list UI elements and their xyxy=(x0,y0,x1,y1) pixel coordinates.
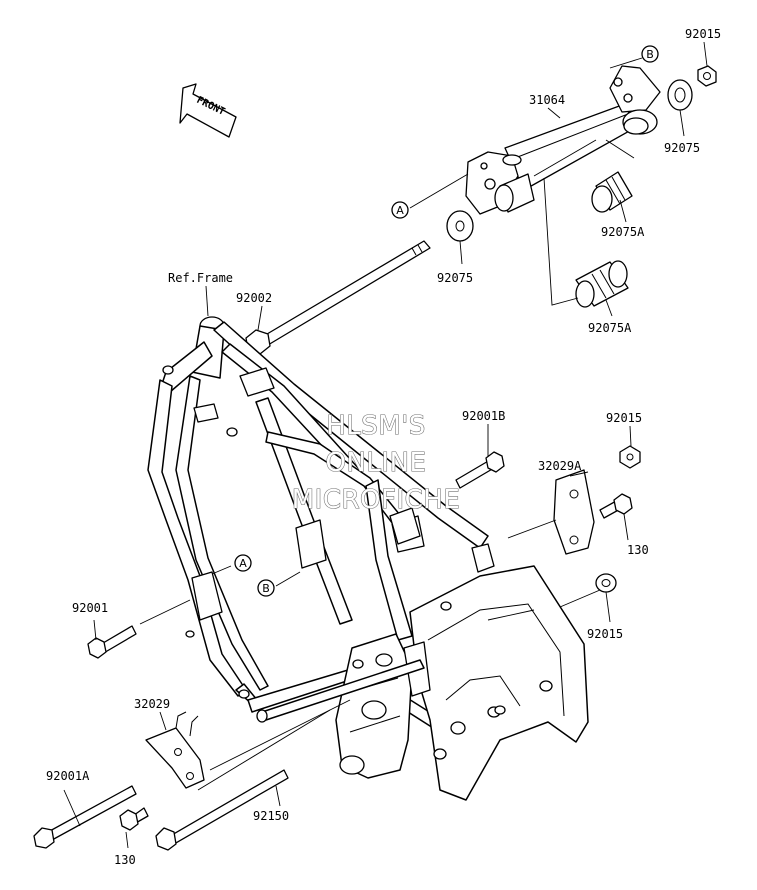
part-label-92015-top: 92015 xyxy=(685,27,721,41)
bracket-32029 xyxy=(145,711,205,789)
watermark: HLSM'S ONLINE MICROFICHE xyxy=(291,410,461,515)
callout-a-frame: A xyxy=(234,554,252,572)
bushing-92075a-upper xyxy=(591,171,633,213)
part-label-31064: 31064 xyxy=(529,93,565,107)
nut-92015-mid xyxy=(619,445,641,469)
bolt-92002 xyxy=(245,240,431,355)
svg-text:A: A xyxy=(239,557,247,570)
part-label-92075-right: 92075 xyxy=(664,141,700,155)
bolt-130-bottom xyxy=(119,807,149,831)
svg-text:B: B xyxy=(646,48,654,61)
part-label-32029: 32029 xyxy=(134,697,170,711)
washer-92075-left xyxy=(446,210,474,242)
nut-92015-low xyxy=(595,573,617,593)
part-label-92001b: 92001B xyxy=(462,409,505,423)
part-label-92075a-lower: 92075A xyxy=(588,321,632,335)
svg-text:B: B xyxy=(262,582,270,595)
callout-b-frame: B xyxy=(257,579,275,597)
watermark-line-2: ONLINE xyxy=(326,448,427,478)
part-label-32029a: 32029A xyxy=(538,459,582,473)
part-label-130-bottom: 130 xyxy=(114,853,136,867)
ref-frame-label: Ref.Frame xyxy=(168,271,233,285)
motorcycle-frame xyxy=(147,316,589,801)
part-label-92002: 92002 xyxy=(236,291,272,305)
svg-text:A: A xyxy=(396,204,404,217)
callout-b-top: B xyxy=(641,45,659,63)
part-label-130-right: 130 xyxy=(627,543,649,557)
part-label-92075-left: 92075 xyxy=(437,271,473,285)
bolt-92001a xyxy=(33,785,137,849)
part-label-92015-mid: 92015 xyxy=(606,411,642,425)
mount-bracket-31064 xyxy=(465,65,661,215)
bushing-92075a-lower xyxy=(575,260,629,308)
nut-92015-top xyxy=(697,65,717,87)
washer-92075-right xyxy=(667,79,693,111)
bolt-92001b xyxy=(455,451,505,489)
part-label-92001: 92001 xyxy=(72,601,108,615)
front-arrow: FRONT xyxy=(179,83,237,138)
watermark-line-3: MICROFICHE xyxy=(292,485,461,515)
part-label-92075a-upper: 92075A xyxy=(601,225,645,239)
watermark-line-1: HLSM'S xyxy=(326,411,426,441)
bracket-32029a xyxy=(553,469,595,555)
part-label-92001a: 92001A xyxy=(46,769,90,783)
leader-lines xyxy=(63,41,708,849)
bolt-130-right xyxy=(599,493,633,519)
part-label-92015-low: 92015 xyxy=(587,627,623,641)
part-label-92150: 92150 xyxy=(253,809,289,823)
callout-a-top: A xyxy=(391,201,409,219)
bolt-92150 xyxy=(155,769,289,851)
